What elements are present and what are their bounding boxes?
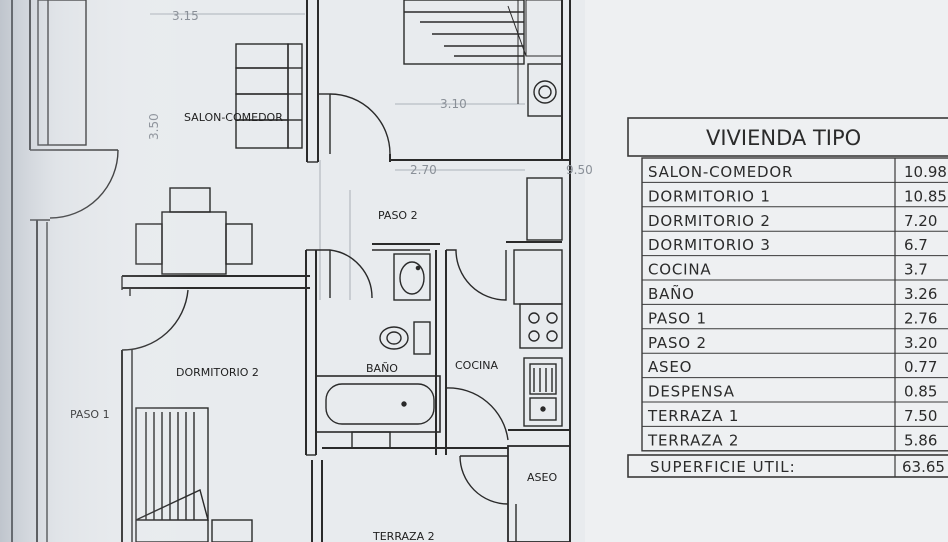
room-aseo: ASEO xyxy=(527,471,557,484)
table-row-value: 7.50 xyxy=(904,407,937,425)
room-terraza-2: TERRAZA 2 xyxy=(372,530,435,542)
dimension-label: 2.70 xyxy=(410,163,437,177)
table-row-label: PASO 2 xyxy=(648,334,707,352)
table-row-value: 0.85 xyxy=(904,383,937,401)
table-row-label: TERRAZA 1 xyxy=(647,407,739,425)
table-row-label: TERRAZA 2 xyxy=(647,431,739,449)
table-row-value: 3.20 xyxy=(904,334,937,352)
room-salon-comedor: SALON-COMEDOR xyxy=(184,111,283,124)
table-row-value: 5.86 xyxy=(904,431,937,449)
room-bano: BAÑO xyxy=(366,362,398,375)
table-row-value: 2.76 xyxy=(904,309,937,327)
table-row-label: DESPENSA xyxy=(648,383,735,401)
table-row-value: 3.7 xyxy=(904,261,928,279)
dimension-label: 9.50 xyxy=(566,163,593,177)
table-row-label: DORMITORIO 2 xyxy=(648,212,771,230)
table-row-value: 6.7 xyxy=(904,236,928,254)
table-row-label: BAÑO xyxy=(648,284,695,303)
dimension-label: 3.15 xyxy=(172,9,199,23)
total-value: 63.65 xyxy=(902,458,945,476)
table-row-value: 0.77 xyxy=(904,358,937,376)
table-row-value: 3.26 xyxy=(904,285,937,303)
table-row-label: DORMITORIO 1 xyxy=(648,187,771,205)
dimension-label: 3.50 xyxy=(147,113,161,140)
table-row-value: 7.20 xyxy=(904,212,937,230)
table-row-label: DORMITORIO 3 xyxy=(648,236,771,254)
room-cocina: COCINA xyxy=(455,359,498,372)
dimension-label: 3.10 xyxy=(440,97,467,111)
room-paso-2: PASO 2 xyxy=(378,209,418,222)
total-label: SUPERFICIE UTIL: xyxy=(650,458,796,476)
table-row-value: 10.98 xyxy=(904,163,947,181)
table-row-label: PASO 1 xyxy=(648,309,707,327)
table-row-value: 10.85 xyxy=(904,187,947,205)
room-dormitorio-2: DORMITORIO 2 xyxy=(176,366,259,379)
table-row-label: COCINA xyxy=(648,261,711,279)
table-row-label: SALON-COMEDOR xyxy=(648,163,793,181)
table-row-label: ASEO xyxy=(648,358,692,376)
room-paso-1: PASO 1 xyxy=(70,408,110,421)
table-title: VIVIENDA TIPO xyxy=(706,126,861,150)
